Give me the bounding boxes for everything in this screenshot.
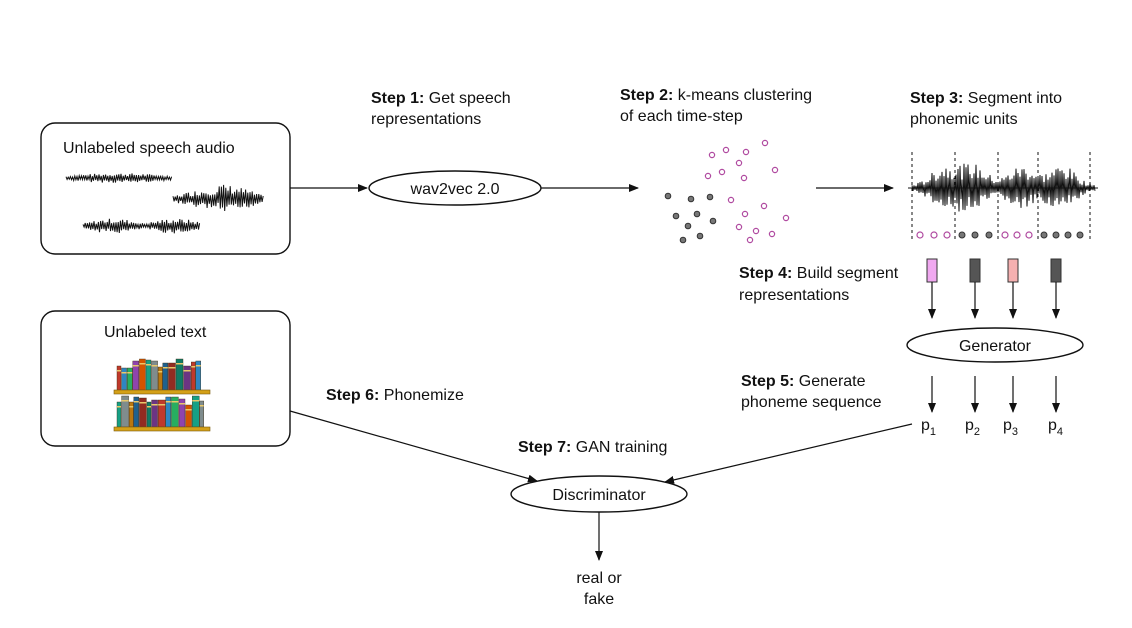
svg-text:Step 3: Segment into: Step 3: Segment into — [910, 90, 1062, 107]
discriminator-node: Discriminator — [510, 475, 688, 513]
cluster-point-pink — [718, 168, 726, 176]
cluster-point-pink — [708, 151, 716, 159]
cluster-point-pink — [752, 227, 760, 235]
segment-point-gray — [1052, 231, 1060, 239]
bookshelf-icon — [113, 358, 211, 432]
cluster-point-pink — [771, 166, 779, 174]
segment-point-pink — [930, 231, 938, 239]
cluster-point-pink — [782, 214, 790, 222]
waveform-3 — [82, 218, 201, 234]
generator-node: Generator — [906, 327, 1084, 363]
svg-text:Step 7: GAN training: Step 7: GAN training — [518, 439, 667, 456]
svg-text:Step 2: k-means clustering: Step 2: k-means clustering — [620, 87, 812, 104]
svg-text:of each time-step: of each time-step — [620, 108, 743, 125]
cluster-point-pink — [746, 236, 754, 244]
svg-text:fake: fake — [584, 591, 614, 608]
segment-point-gray — [1076, 231, 1084, 239]
segment-vector-3 — [1007, 258, 1019, 283]
phoneme-3: p3 — [1003, 417, 1018, 438]
cluster-point-gray — [679, 236, 687, 244]
cluster-point-pink — [735, 223, 743, 231]
svg-text:phoneme sequence: phoneme sequence — [741, 394, 882, 411]
phoneme-sequence: p1 p2 p3 p4 — [921, 417, 1063, 438]
step-5-label: Step 5: Generate phoneme sequence — [741, 373, 882, 411]
phoneme-1: p1 — [921, 417, 936, 438]
arrow-phonemes-to-discriminator — [664, 423, 913, 484]
cluster-point-pink — [727, 196, 735, 204]
segment-point-gray — [958, 231, 966, 239]
cluster-point-pink — [704, 172, 712, 180]
cluster-point-gray — [709, 217, 717, 225]
cluster-point-gray — [687, 195, 695, 203]
svg-text:phonemic units: phonemic units — [910, 111, 1018, 128]
segment-point-pink — [1001, 231, 1009, 239]
phoneme-2: p2 — [965, 417, 980, 438]
cluster-point-pink — [761, 139, 769, 147]
segment-point-gray — [985, 231, 993, 239]
wav2vec-node: wav2vec 2.0 — [368, 170, 542, 206]
kmeans-cluster-points — [664, 139, 790, 244]
cluster-point-pink — [742, 148, 750, 156]
cluster-point-pink — [768, 230, 776, 238]
svg-text:Step 6: Phonemize: Step 6: Phonemize — [326, 387, 464, 404]
svg-text:Generator: Generator — [959, 338, 1032, 355]
cluster-point-gray — [684, 222, 692, 230]
segment-point-pink — [943, 231, 951, 239]
cluster-point-pink — [735, 159, 743, 167]
step-7-label: Step 7: GAN training — [518, 439, 667, 456]
cluster-point-pink — [760, 202, 768, 210]
segment-point-pink — [916, 231, 924, 239]
svg-text:representations: representations — [371, 111, 481, 128]
step-4-label: Step 4: Build segment representations — [739, 265, 899, 304]
segment-vector-1 — [926, 258, 938, 283]
cluster-point-gray — [693, 210, 701, 218]
segment-representations — [926, 258, 1062, 319]
svg-text:Step 5: Generate: Step 5: Generate — [741, 373, 866, 390]
svg-text:Step 4: Build segment: Step 4: Build segment — [739, 265, 899, 282]
arrow-text-to-discriminator — [289, 410, 538, 483]
cluster-point-gray — [706, 193, 714, 201]
cluster-point-gray — [672, 212, 680, 220]
waveform-1 — [65, 173, 173, 183]
waveform-2 — [172, 184, 264, 212]
svg-text:representations: representations — [739, 287, 849, 304]
speech-audio-box: Unlabeled speech audio — [40, 122, 291, 255]
cluster-point-pink — [722, 146, 730, 154]
segment-point-pink — [1013, 231, 1021, 239]
segment-cluster-points — [916, 231, 1084, 239]
segment-point-gray — [1064, 231, 1072, 239]
segment-point-gray — [971, 231, 979, 239]
segment-vector-2 — [969, 258, 981, 283]
svg-text:wav2vec 2.0: wav2vec 2.0 — [410, 181, 500, 198]
phoneme-4: p4 — [1048, 417, 1063, 438]
step-6-label: Step 6: Phonemize — [326, 387, 464, 404]
svg-text:Step 1: Get speech: Step 1: Get speech — [371, 90, 511, 107]
speech-box-title: Unlabeled speech audio — [63, 140, 235, 157]
cluster-point-gray — [696, 232, 704, 240]
unlabeled-text-box: Unlabeled text — [40, 310, 291, 447]
svg-text:Discriminator: Discriminator — [552, 487, 646, 504]
segment-point-pink — [1025, 231, 1033, 239]
svg-text:real or: real or — [576, 570, 622, 587]
text-box-title: Unlabeled text — [104, 324, 207, 341]
cluster-point-gray — [664, 192, 672, 200]
cluster-point-pink — [741, 210, 749, 218]
step-1-label: Step 1: Get speech representations — [371, 90, 511, 128]
segment-vector-4 — [1050, 258, 1062, 283]
cluster-point-pink — [740, 174, 748, 182]
segment-point-gray — [1040, 231, 1048, 239]
step-2-label: Step 2: k-means clustering of each time-… — [620, 87, 812, 125]
output-label: real or fake — [576, 570, 622, 608]
step-3-label: Step 3: Segment into phonemic units — [910, 90, 1062, 128]
segment-boundaries — [911, 152, 1091, 242]
segmented-waveform — [908, 152, 1098, 242]
